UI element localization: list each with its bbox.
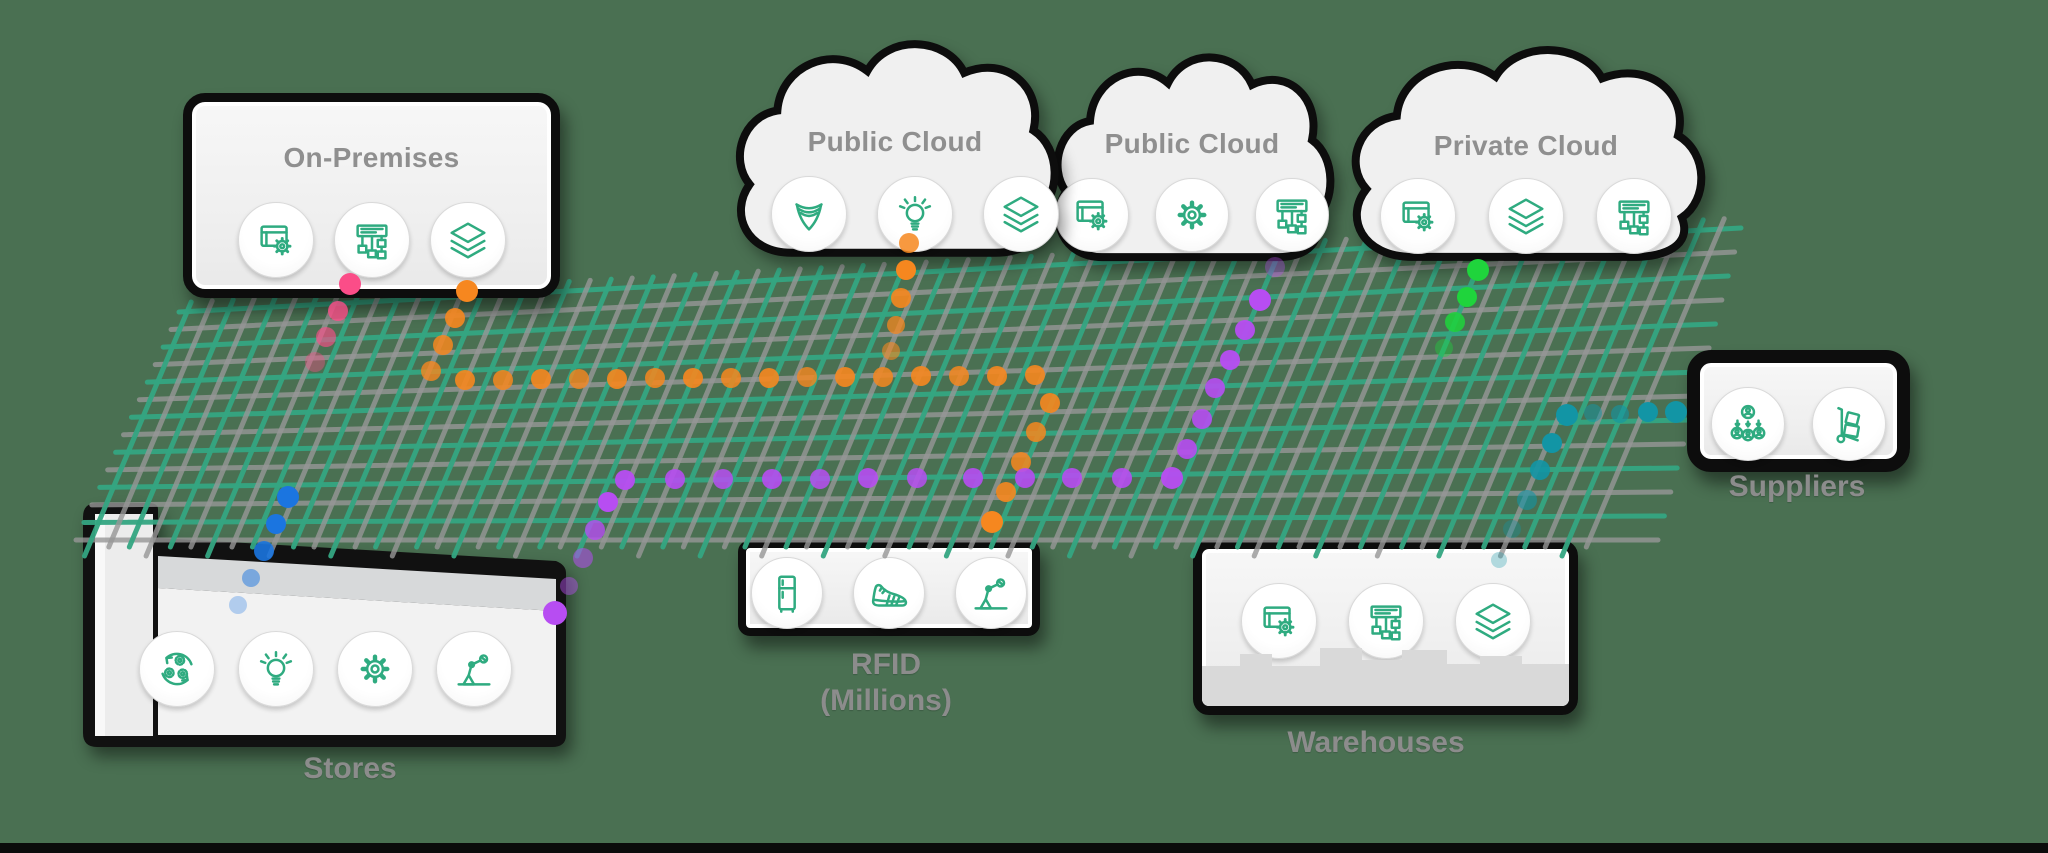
sneaker-icon — [853, 557, 925, 629]
layers-icon — [429, 202, 506, 278]
app-gear-icon — [1380, 178, 1456, 254]
suppliers-icons-row — [1700, 387, 1897, 461]
robot-arm-icon — [955, 557, 1027, 629]
vortex-icon — [771, 176, 847, 252]
process-gears-icon — [138, 631, 215, 707]
layers-icon — [1488, 178, 1564, 254]
fridge-icon — [751, 557, 823, 629]
private-cloud-icons-row — [1336, 178, 1762, 254]
private-cloud-node: Private Cloud — [1336, 32, 1716, 264]
rfid-label-line2: (Millions) — [820, 684, 952, 717]
people-hierarchy-icon — [1711, 387, 1785, 461]
on-premises-icons-row — [192, 202, 551, 278]
public-cloud-1-title: Public Cloud — [807, 126, 983, 157]
gear-icon — [336, 631, 413, 707]
server-tree-icon — [333, 202, 410, 278]
rfid-node — [738, 540, 1040, 636]
app-gear-icon — [1055, 178, 1129, 252]
stores-icons-row — [90, 631, 560, 707]
server-tree-icon — [1347, 583, 1424, 659]
warehouses-node — [1193, 540, 1578, 715]
public-cloud-2-icons-row — [1042, 178, 1342, 252]
server-tree-icon — [1596, 178, 1672, 254]
gear-icon — [1155, 178, 1229, 252]
trail-green — [1435, 259, 1489, 357]
layers-icon — [983, 176, 1059, 252]
app-gear-icon — [1240, 583, 1317, 659]
on-premises-node: On-Premises — [183, 93, 560, 298]
warehouses-skyline — [1202, 648, 1569, 706]
rfid-label-line1: RFID — [851, 648, 921, 681]
stores-node — [70, 495, 580, 757]
bulb-icon — [877, 176, 953, 252]
rfid-icons-row — [746, 557, 1032, 629]
hand-truck-icon — [1812, 387, 1886, 461]
stores-label: Stores — [303, 752, 397, 785]
suppliers-node — [1687, 350, 1910, 472]
warehouses-icons-row — [1202, 583, 1569, 659]
bulb-icon — [237, 631, 314, 707]
public-cloud-2-title: Public Cloud — [1104, 128, 1280, 159]
public-cloud-2-node: Public Cloud — [1042, 40, 1342, 264]
on-premises-title: On-Premises — [283, 142, 460, 173]
warehouses-label: Warehouses — [1287, 726, 1465, 759]
server-tree-icon — [1255, 178, 1329, 252]
suppliers-label: Suppliers — [1728, 470, 1866, 503]
app-gear-icon — [237, 202, 314, 278]
bottom-frame-bar — [0, 843, 2048, 853]
robot-arm-icon — [435, 631, 512, 707]
public-cloud-1-node: Public Cloud — [722, 26, 1068, 260]
public-cloud-1-icons-row — [722, 176, 1088, 252]
private-cloud-title: Private Cloud — [1433, 130, 1619, 161]
